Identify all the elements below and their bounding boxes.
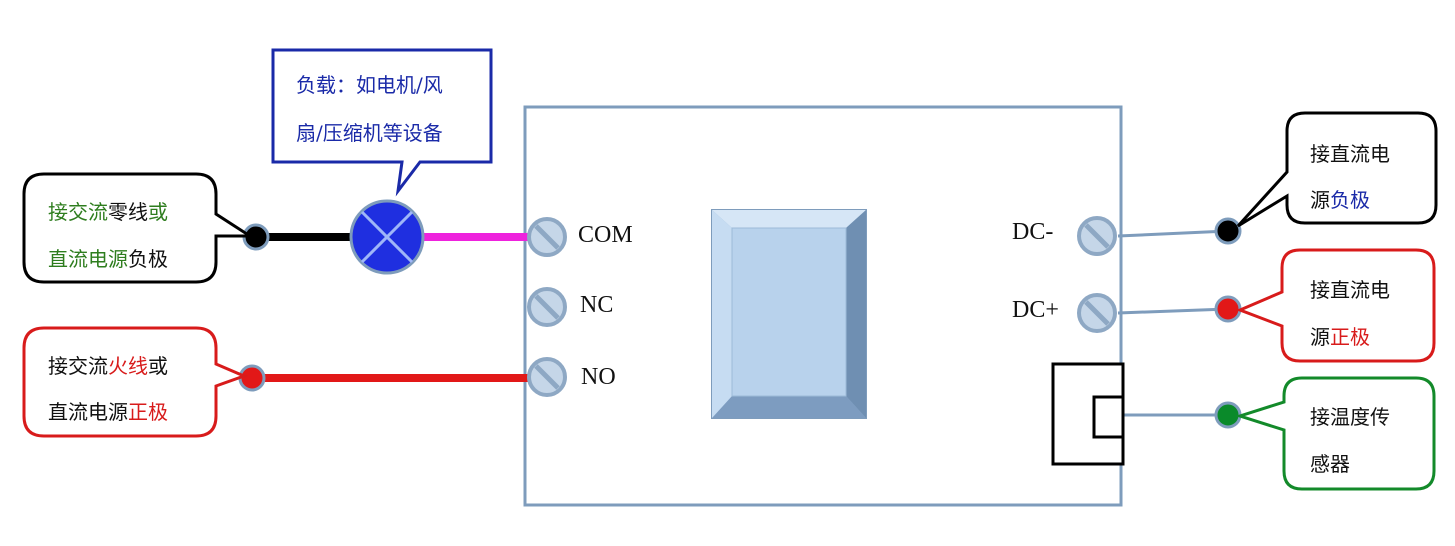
neutral-callout-line1: 接交流零线或 [48,189,168,235]
dc-pos-callout-positive: 正极 [1330,325,1370,349]
neutral-callout-negative: 负极 [128,247,168,271]
load-callout-line2: 扇/压缩机等设备 [296,121,443,145]
wire-dot-icon [1214,401,1242,429]
dc-pos-callout-bubble [1236,248,1436,363]
live-callout-live: 火线 [108,354,148,378]
live-callout-line2: 直流电源正极 [48,389,168,435]
wire-dot-icon [238,364,266,392]
sensor-callout-line2: 感器 [1310,452,1350,476]
screw-terminal-icon [1077,293,1117,333]
relay-icon [711,209,867,419]
dc-neg-callout-line1: 接直流电 [1310,142,1390,166]
wire-dot-icon [1214,217,1242,245]
terminal-dc-plus-label: DC+ [1012,297,1059,323]
terminal-no-label: NO [581,364,616,390]
screw-terminal-icon [527,287,567,327]
dc-neg-callout-source: 源 [1310,188,1330,212]
terminal-nc-label: NC [580,292,614,318]
live-callout-bubble [22,326,249,438]
neutral-callout-ac: 接交流 [48,200,108,224]
terminal-dc-minus-label: DC- [1012,219,1054,245]
sensor-callout-line1: 接温度传 [1310,405,1390,429]
dc-neg-callout-bubble [1236,111,1438,228]
lamp-load-icon [349,199,425,275]
dc-neg-callout-negative: 负极 [1330,188,1370,212]
dc-pos-callout-line1: 接直流电 [1310,278,1390,302]
live-callout-or: 或 [148,354,168,378]
neutral-callout-bubble [22,172,256,284]
load-callout-line1: 负载：如电机/风 [296,73,443,97]
dc-neg-callout-line2: 源负极 [1310,177,1370,223]
neutral-callout-line2: 直流电源负极 [48,236,168,282]
dc-plus-wire [1117,307,1229,315]
load-callout-bubble [271,48,493,197]
dc-pos-callout-source: 源 [1310,325,1330,349]
sensor-callout-bubble [1235,376,1436,491]
live-callout-ac: 接交流 [48,354,108,378]
screw-terminal-icon [1077,216,1117,256]
dc-minus-wire [1117,229,1229,238]
dc-pos-callout-line2: 源正极 [1310,314,1370,360]
live-callout-positive: 正极 [128,400,168,424]
neutral-callout-or: 或 [148,200,168,224]
sensor-socket-icon [1051,362,1125,466]
wire-dot-icon [1214,295,1242,323]
live-callout-line1: 接交流火线或 [48,343,168,389]
neutral-callout-dc: 直流电源 [48,247,128,271]
live-callout-dc: 直流电源 [48,400,128,424]
screw-terminal-icon [527,217,567,257]
terminal-com-label: COM [578,222,633,248]
screw-terminal-icon [527,357,567,397]
neutral-callout-neutral: 零线 [108,200,148,224]
